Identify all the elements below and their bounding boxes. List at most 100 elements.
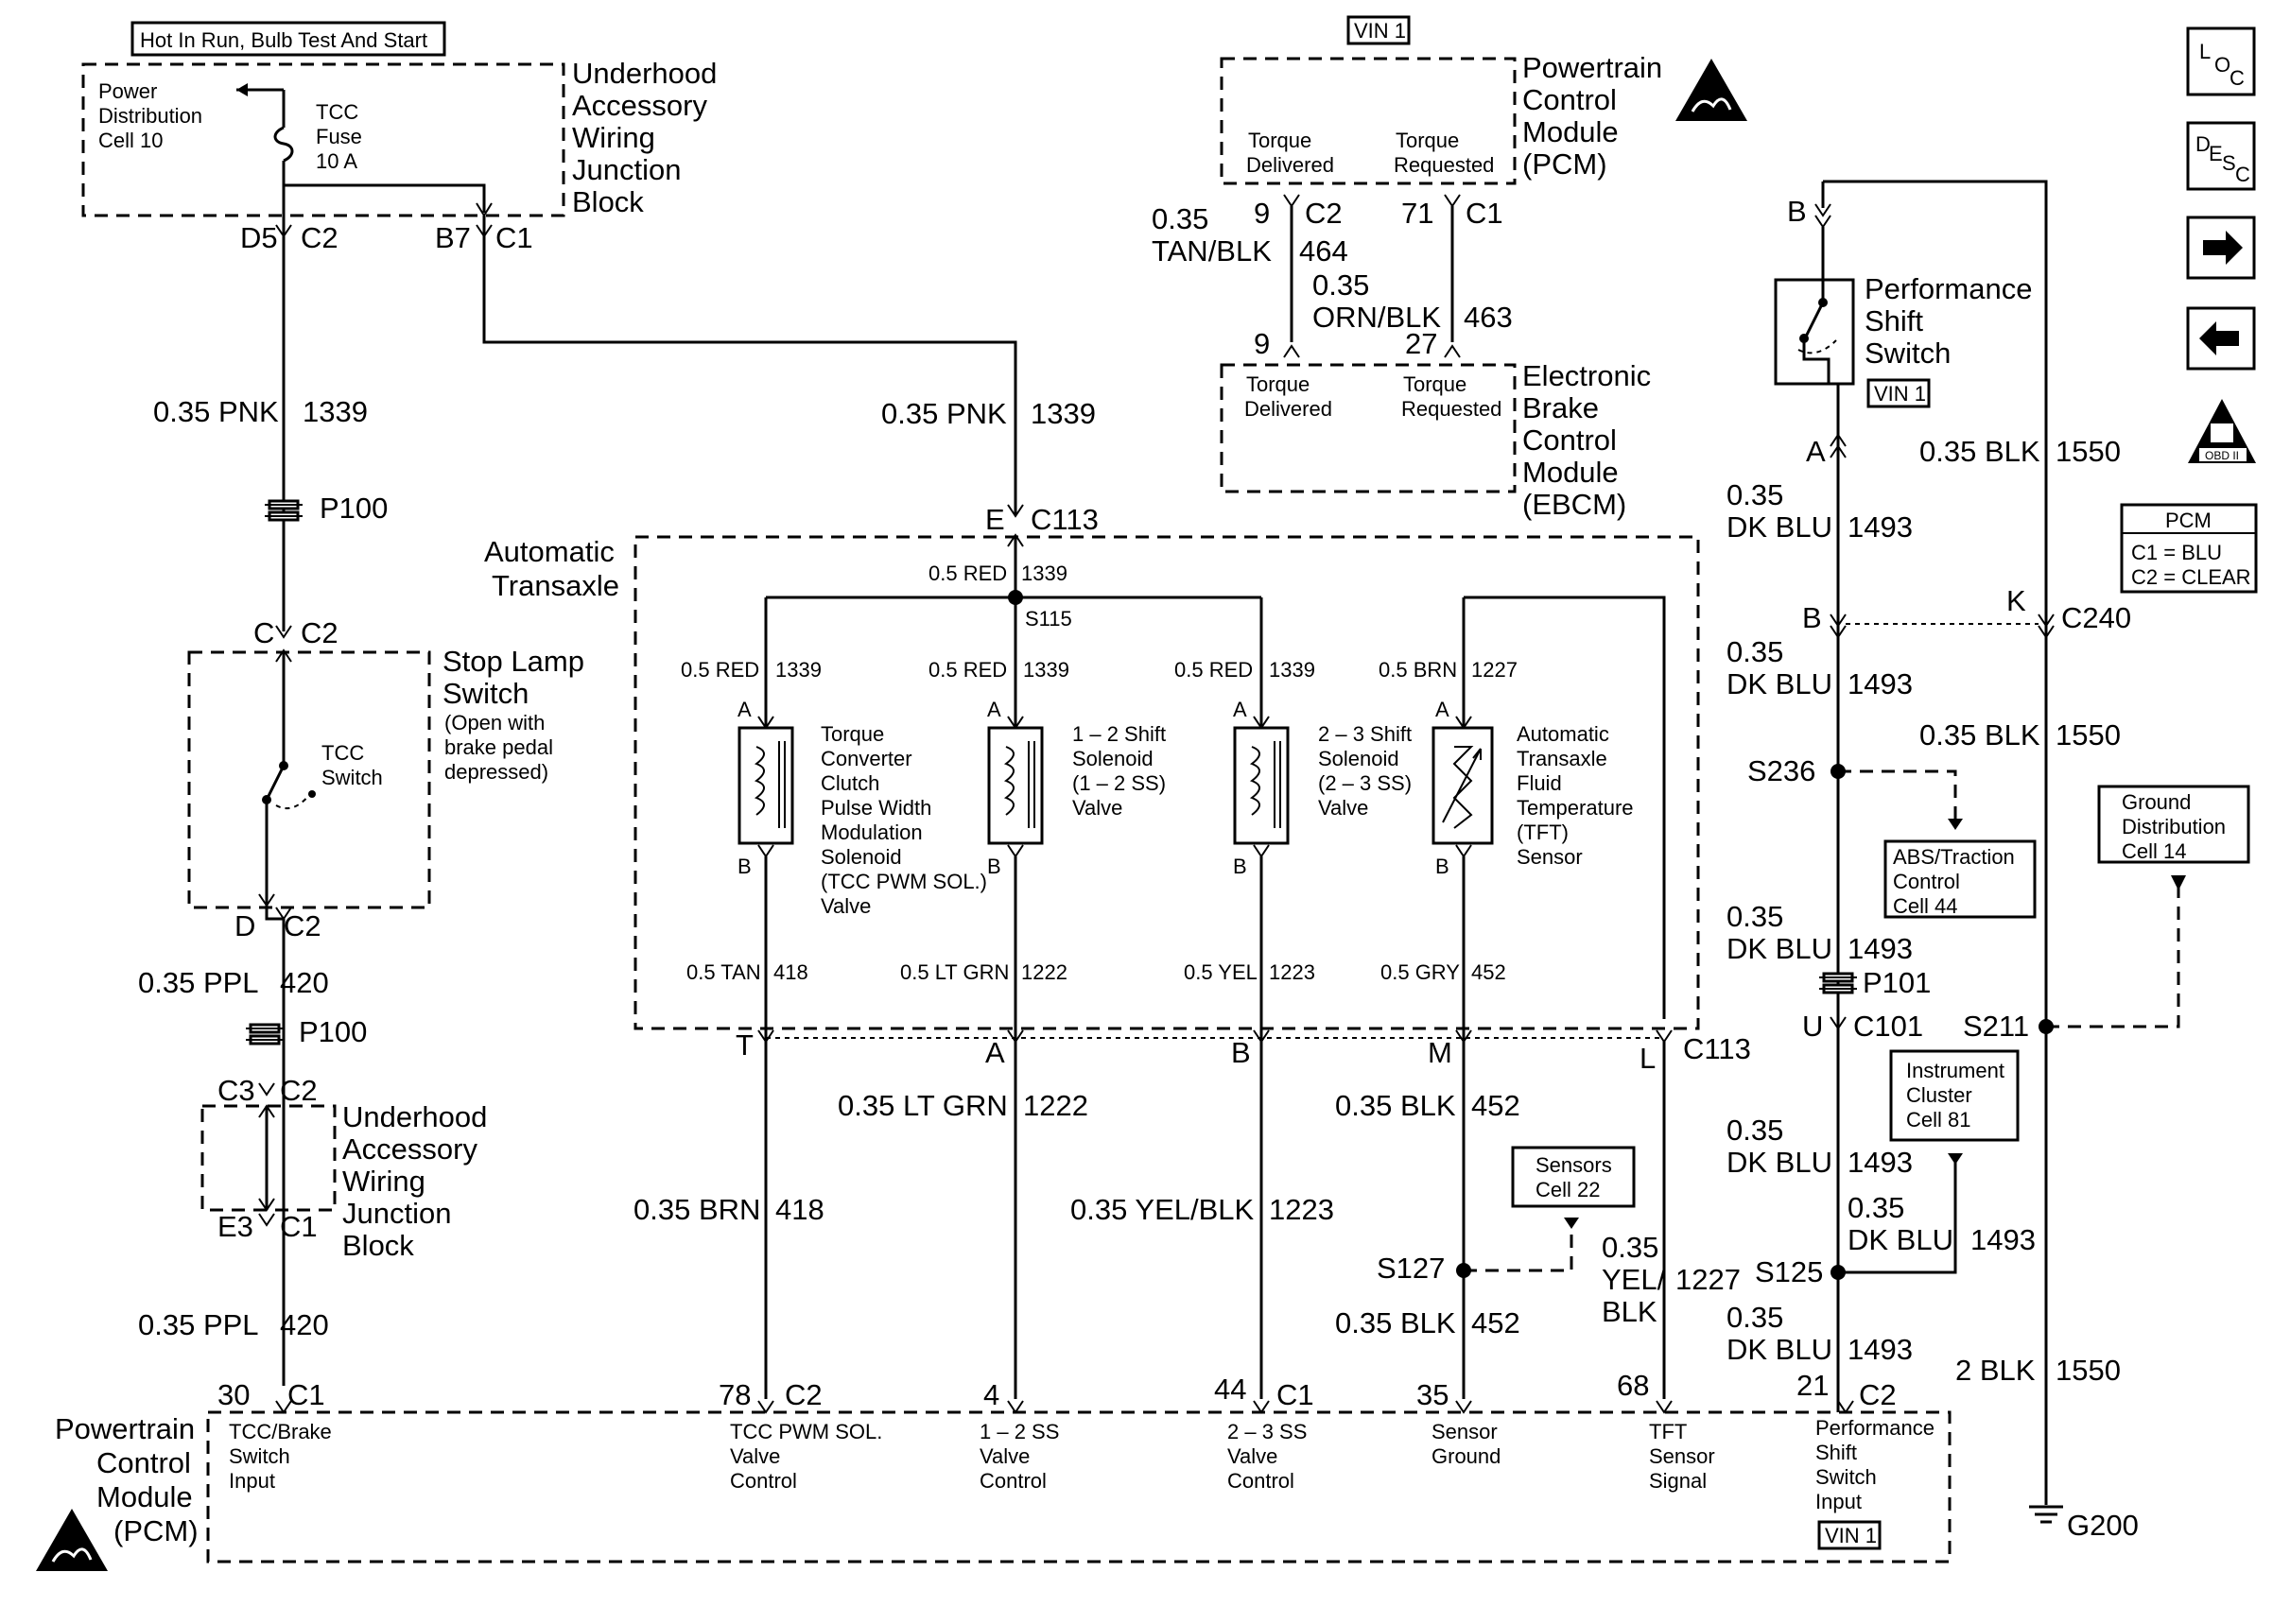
svg-text:L: L (1640, 1042, 1656, 1075)
svg-text:463: 463 (1464, 301, 1513, 334)
svg-text:Fuse: Fuse (316, 125, 362, 148)
svg-text:C2: C2 (280, 1074, 318, 1107)
svg-text:BLK: BLK (1602, 1295, 1657, 1328)
p100-inline-connector-2: P100 (246, 1015, 367, 1048)
wire-tft-return (1464, 596, 1666, 1019)
svg-text:1550: 1550 (2056, 435, 2121, 468)
svg-text:1222: 1222 (1023, 1089, 1088, 1122)
location-nav-button[interactable]: L O C (2186, 26, 2256, 96)
svg-text:PCM: PCM (2165, 509, 2212, 532)
1-2-shift-solenoid-label: 1 – 2 Shift Solenoid (1 – 2 SS) Valve (1072, 722, 1166, 820)
svg-text:B7: B7 (435, 221, 471, 254)
next-page-button[interactable] (2186, 216, 2256, 280)
svg-text:35: 35 (1416, 1378, 1449, 1411)
svg-text:Hot In Run, Bulb Test And Star: Hot In Run, Bulb Test And Start (140, 28, 427, 52)
svg-text:B: B (1435, 855, 1449, 878)
svg-text:Instrument: Instrument (1906, 1059, 2004, 1082)
svg-text:Cell 81: Cell 81 (1906, 1108, 1970, 1132)
svg-text:27: 27 (1405, 327, 1437, 360)
svg-text:Distribution: Distribution (2122, 815, 2226, 838)
svg-text:0.35 BLK: 0.35 BLK (1919, 435, 2040, 468)
svg-text:Valve: Valve (1072, 796, 1122, 820)
svg-text:G200: G200 (2067, 1509, 2139, 1542)
svg-text:0.35: 0.35 (1726, 1114, 1783, 1147)
svg-text:0.35 BLK: 0.35 BLK (1335, 1306, 1456, 1339)
svg-text:30: 30 (217, 1378, 250, 1411)
svg-text:A: A (985, 1036, 1005, 1069)
svg-text:S127: S127 (1377, 1252, 1445, 1285)
svg-text:DK BLU: DK BLU (1726, 667, 1832, 700)
svg-text:1493: 1493 (1848, 1146, 1913, 1179)
svg-text:TAN/BLK: TAN/BLK (1152, 234, 1272, 268)
svg-text:T: T (736, 1028, 754, 1062)
svg-text:Performance: Performance (1815, 1416, 1935, 1440)
svg-text:Sensor: Sensor (1649, 1444, 1715, 1468)
svg-text:ORN/BLK: ORN/BLK (1312, 301, 1441, 334)
performance-shift-switch-label: Performance Shift Switch VIN 1 (1865, 272, 2032, 408)
svg-text:C2: C2 (301, 616, 338, 649)
svg-text:Converter: Converter (821, 747, 912, 770)
svg-text:C: C (253, 616, 274, 649)
svg-text:E3: E3 (217, 1210, 253, 1243)
splice-s125 (1831, 1265, 1846, 1280)
svg-text:0.5 RED: 0.5 RED (1174, 658, 1253, 682)
svg-text:VIN 1: VIN 1 (1874, 382, 1926, 406)
pcm-torque-delivered-label: Torque (1248, 129, 1311, 152)
svg-text:Torque: Torque (821, 722, 884, 746)
svg-text:TCC: TCC (321, 741, 364, 765)
svg-text:C240: C240 (2061, 601, 2131, 634)
svg-text:DK BLU: DK BLU (1726, 510, 1832, 544)
previous-page-button[interactable] (2186, 306, 2256, 371)
svg-text:71: 71 (1401, 197, 1433, 230)
svg-text:Junction: Junction (572, 153, 681, 186)
svg-text:0.35: 0.35 (1848, 1191, 1904, 1224)
2-3-shift-solenoid: A B (1233, 698, 1290, 878)
svg-text:Ground: Ground (1431, 1444, 1501, 1468)
svg-text:Shift: Shift (1865, 304, 1923, 337)
svg-text:C2 = CLEAR: C2 = CLEAR (2131, 565, 2251, 589)
ground-distribution-cell-14-reference: Ground Distribution Cell 14 (2097, 785, 2250, 864)
svg-text:Cell 22: Cell 22 (1536, 1178, 1600, 1201)
svg-text:464: 464 (1299, 234, 1348, 268)
svg-text:1493: 1493 (1848, 667, 1913, 700)
svg-text:C3: C3 (217, 1074, 255, 1107)
svg-text:C2: C2 (785, 1378, 823, 1411)
automatic-transaxle-outline (633, 535, 1700, 1030)
pcm-pins: 30 C1 78 C2 4 44 C1 35 68 21 C2 (217, 1369, 1897, 1414)
svg-text:0.5 YEL: 0.5 YEL (1184, 960, 1258, 984)
svg-text:1223: 1223 (1269, 1193, 1334, 1226)
svg-text:S236: S236 (1747, 754, 1815, 787)
ebcm-outline (1220, 363, 1517, 493)
svg-text:10 A: 10 A (316, 149, 357, 173)
vin-1-label-top: VIN 1 (1346, 15, 1411, 45)
vin-1-label-bottom: VIN 1 (1817, 1520, 1882, 1550)
svg-text:Block: Block (342, 1229, 414, 1262)
svg-text:Pulse Width: Pulse Width (821, 796, 931, 820)
svg-text:YEL/: YEL/ (1602, 1263, 1666, 1296)
svg-text:K: K (2006, 584, 2026, 617)
svg-text:1493: 1493 (1970, 1223, 2036, 1256)
svg-text:0.5 RED: 0.5 RED (928, 561, 1007, 585)
svg-text:0.5 TAN: 0.5 TAN (686, 960, 761, 984)
svg-text:C113: C113 (1683, 1032, 1751, 1065)
pcm-torque-requested-label: Torque (1396, 129, 1459, 152)
ebcm-title: Electronic Brake Control Module (EBCM) (1522, 359, 1651, 521)
svg-text:Module: Module (1522, 115, 1619, 148)
svg-text:(EBCM): (EBCM) (1522, 488, 1626, 521)
svg-text:Control: Control (1522, 423, 1617, 457)
svg-text:Switch: Switch (442, 677, 529, 710)
svg-text:Performance: Performance (1865, 272, 2032, 305)
svg-text:Cluster: Cluster (1906, 1083, 1972, 1107)
svg-text:Power: Power (98, 79, 157, 103)
description-nav-button[interactable]: D E S C (2186, 121, 2256, 191)
arrow-left-icon (2199, 321, 2239, 355)
svg-text:1 – 2 Shift: 1 – 2 Shift (1072, 722, 1166, 746)
svg-text:Brake: Brake (1522, 391, 1599, 424)
svg-text:0.5 RED: 0.5 RED (681, 658, 759, 682)
stop-lamp-switch-title: Stop Lamp Switch (Open with brake pedal … (442, 645, 584, 784)
svg-text:452: 452 (1471, 1089, 1520, 1122)
p101-inline-connector: P101 (1819, 966, 1931, 999)
svg-text:C: C (2235, 163, 2250, 186)
svg-text:0.35 BLK: 0.35 BLK (1335, 1089, 1456, 1122)
